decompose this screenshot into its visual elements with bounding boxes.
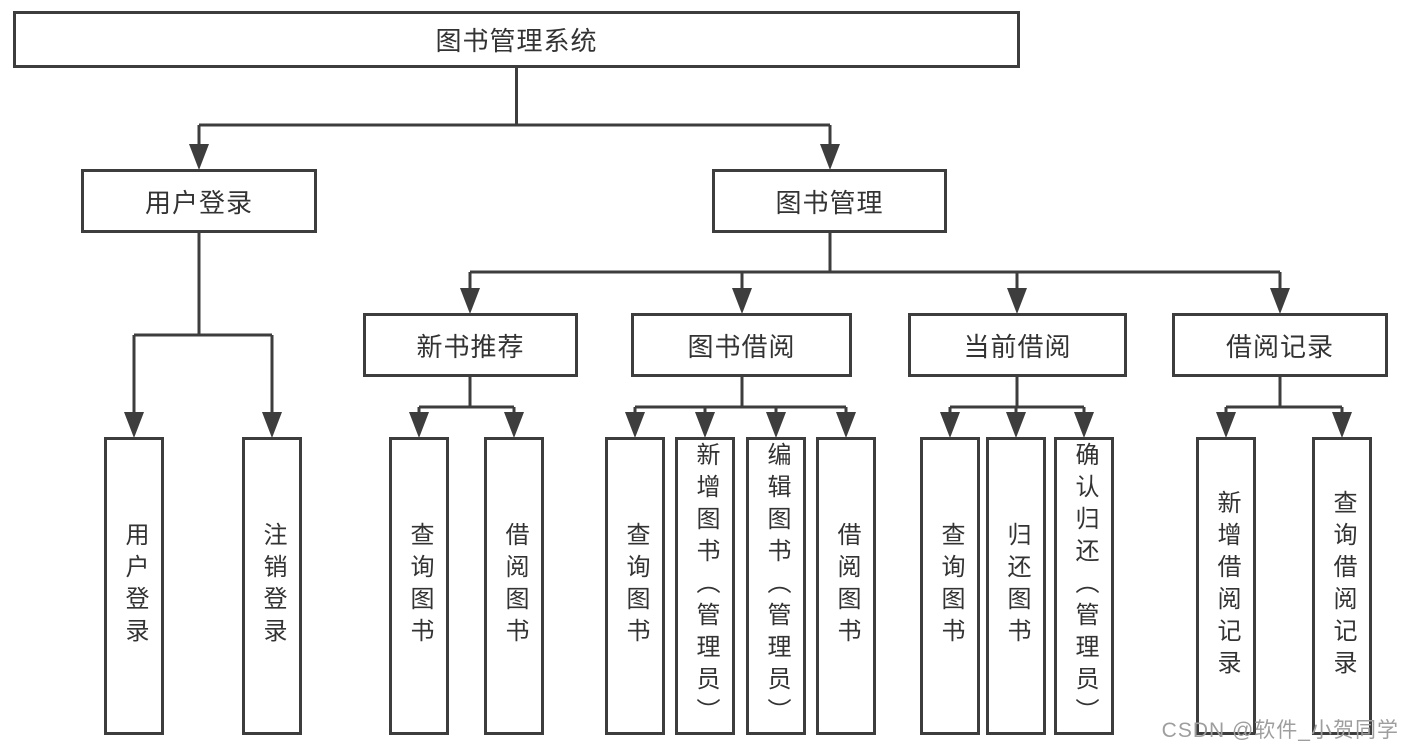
node-label: 确认归还（管理员）: [1071, 442, 1098, 730]
node-label: 新增图书（管理员）: [692, 442, 719, 730]
connector-bookborrow-children: [633, 377, 848, 416]
leaf-add-books-admin: 新增图书（管理员）: [675, 437, 735, 735]
leaf-return-books: 归还图书: [986, 437, 1046, 735]
node-library-management-system: 图书管理系统: [13, 11, 1020, 68]
node-label: 编辑图书（管理员）: [763, 442, 790, 730]
leaf-confirm-return-admin: 确认归还（管理员）: [1054, 437, 1114, 735]
node-book-management: 图书管理: [712, 169, 947, 233]
node-label: 注销登录: [259, 522, 286, 650]
connector-curborrow-children: [948, 377, 1086, 416]
leaf-user-login: 用户登录: [104, 437, 164, 735]
leaf-logout: 注销登录: [242, 437, 302, 735]
leaf-borrow-books: 借阅图书: [484, 437, 544, 735]
node-label: 查询图书: [937, 522, 964, 650]
leaf-query-books: 查询图书: [920, 437, 980, 735]
leaf-edit-books-admin: 编辑图书（管理员）: [746, 437, 806, 735]
node-label: 图书管理系统: [435, 26, 598, 56]
node-label: 借阅图书: [833, 522, 860, 650]
node-label: 新书推荐: [416, 331, 525, 362]
node-user-login: 用户登录: [81, 169, 317, 233]
node-label: 借阅图书: [501, 522, 528, 650]
connector-newrec-children: [417, 377, 516, 416]
node-label: 当前借阅: [963, 331, 1072, 362]
leaf-query-borrow-record: 查询借阅记录: [1312, 437, 1372, 735]
node-current-borrowing: 当前借阅: [908, 313, 1127, 377]
node-book-borrowing: 图书借阅: [631, 313, 852, 377]
node-label: 用户登录: [144, 187, 253, 218]
connector-borrowrec-children: [1224, 377, 1344, 416]
node-label: 新增借阅记录: [1213, 490, 1240, 682]
node-label: 图书借阅: [687, 331, 796, 362]
arrowheads: [124, 144, 1352, 438]
connector-userlogin-children: [132, 233, 274, 416]
connector-bookmgmt-children: [468, 233, 1282, 292]
leaf-borrow-books: 借阅图书: [816, 437, 876, 735]
leaf-query-books: 查询图书: [605, 437, 665, 735]
node-label: 查询图书: [406, 522, 433, 650]
node-label: 查询借阅记录: [1329, 490, 1356, 682]
node-label: 借阅记录: [1225, 331, 1334, 362]
leaf-add-borrow-record: 新增借阅记录: [1196, 437, 1256, 735]
node-label: 用户登录: [121, 522, 148, 650]
node-new-book-recommend: 新书推荐: [363, 313, 578, 377]
connector-root-to-level1: [197, 68, 832, 148]
node-borrowing-records: 借阅记录: [1172, 313, 1388, 377]
node-label: 图书管理: [775, 187, 884, 218]
node-label: 归还图书: [1003, 522, 1030, 650]
leaf-query-books: 查询图书: [389, 437, 449, 735]
node-label: 查询图书: [622, 522, 649, 650]
csdn-watermark: CSDN @软件_小贺同学: [1161, 719, 1399, 742]
